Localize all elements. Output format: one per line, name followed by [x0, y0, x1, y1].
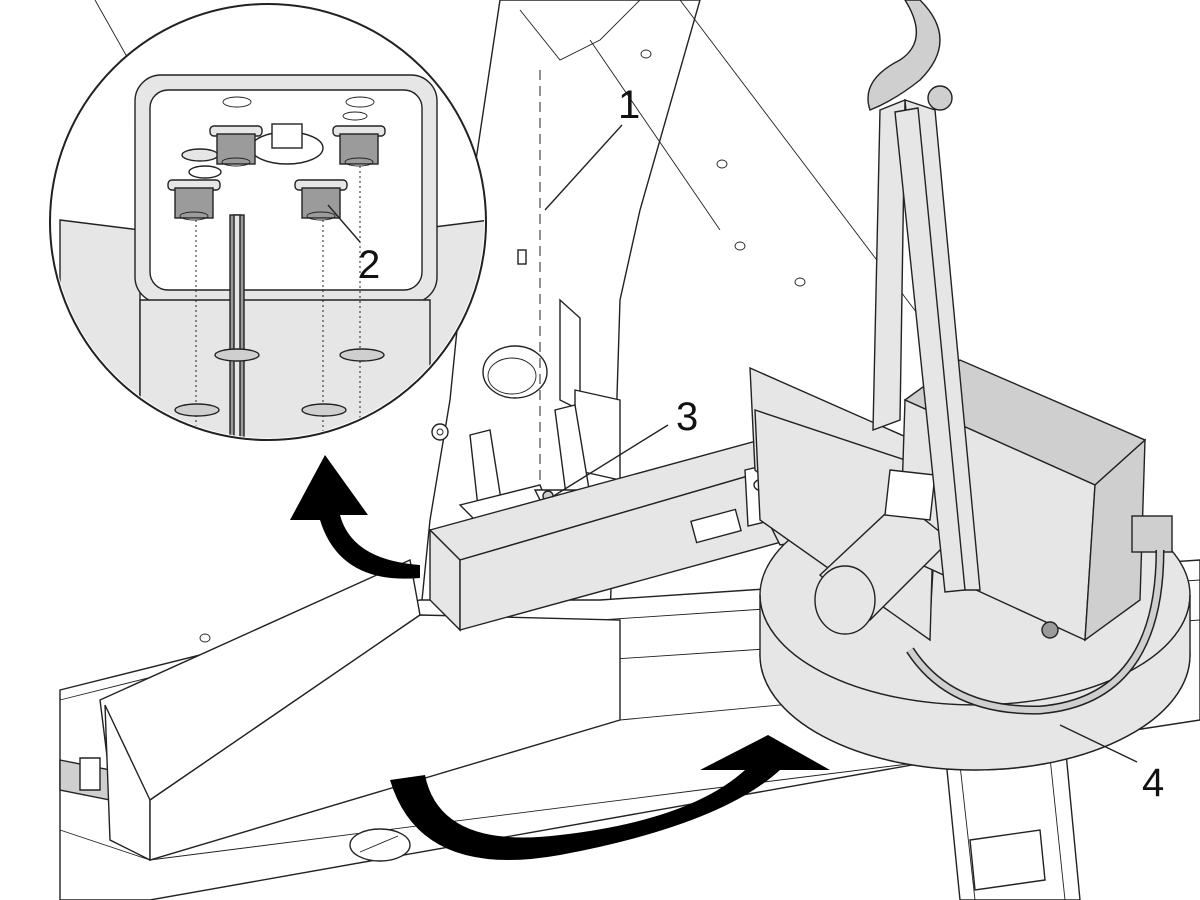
detail-inset: [49, 3, 487, 441]
curved-arrow-up-icon: [290, 455, 420, 579]
callout-3: 3: [676, 395, 698, 439]
callout-2: 2: [358, 243, 380, 287]
leader-lines: [544, 124, 1138, 763]
callout-1: 1: [618, 83, 640, 127]
curved-arrow-rotate-icon: [390, 735, 830, 860]
leader-1: [544, 124, 623, 211]
leader-4: [1059, 724, 1138, 763]
callout-4: 4: [1142, 761, 1164, 805]
leader-3: [551, 424, 669, 498]
lifting-sling: [867, 0, 981, 593]
